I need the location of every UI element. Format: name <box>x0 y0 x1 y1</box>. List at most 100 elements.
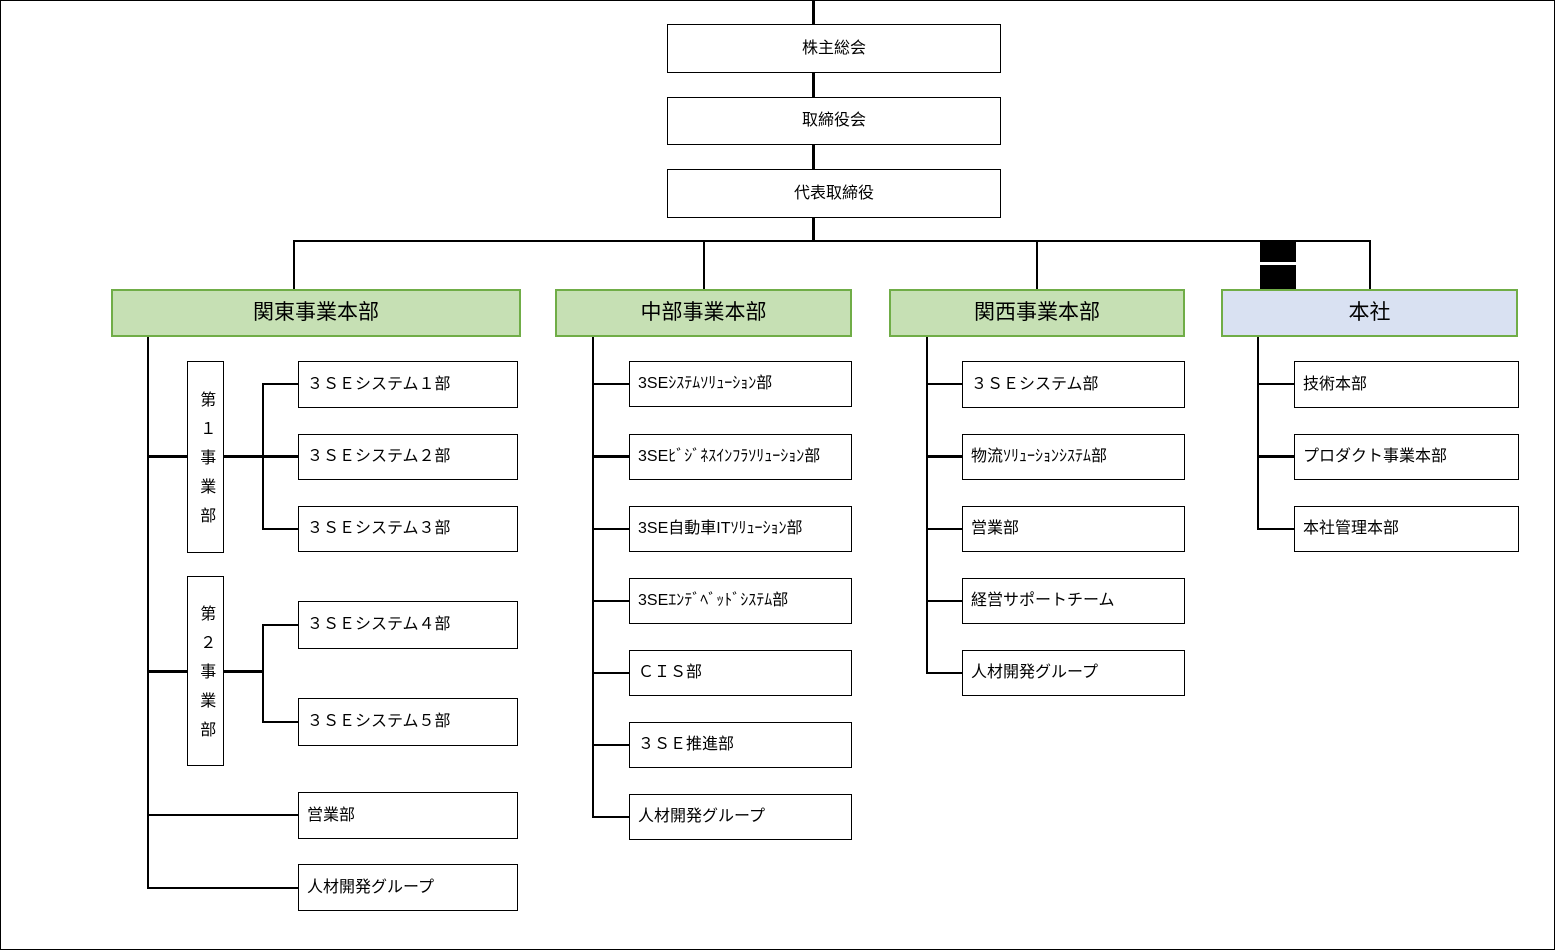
box-kansai-logistics-solution-system: 物流ｿﾘｭｰｼｮﾝｼｽﾃﾑ部 <box>962 434 1185 480</box>
dept-label: 3SEﾋﾞｼﾞﾈｽｲﾝﾌﾗｿﾘｭｰｼｮﾝ部 <box>638 448 821 466</box>
box-kanto-3se-system-4: ３ＳＥシステム４部 <box>298 601 518 649</box>
dept-label: 本社管理本部 <box>1303 520 1400 538</box>
connector-line <box>926 600 962 602</box>
box-kanto-3se-system-3: ３ＳＥシステム３部 <box>298 506 518 552</box>
connector-line <box>592 528 629 530</box>
connector-line <box>592 455 629 458</box>
dept-label: 営業部 <box>307 806 356 824</box>
box-kansai-3se-system: ３ＳＥシステム部 <box>962 361 1185 408</box>
box-kanto-sales: 営業部 <box>298 792 518 839</box>
connector-line <box>262 624 264 723</box>
box-headoffice-product-business-hq: プロダクト事業本部 <box>1294 434 1519 480</box>
kanto-division2-label: 第２事業部 <box>197 605 215 750</box>
dept-label: 営業部 <box>971 520 1020 538</box>
dept-label: 3SEｴﾝﾃﾞﾍﾞｯﾄﾞｼｽﾃﾑ部 <box>638 592 789 610</box>
connector-line <box>262 385 264 530</box>
box-chubu-system-solution: 3SEｼｽﾃﾑｿﾘｭｰｼｮﾝ部 <box>629 361 852 407</box>
box-kanto-3se-system-1: ３ＳＥシステム１部 <box>298 361 518 408</box>
connector-line <box>293 240 1371 242</box>
box-headoffice-technology-hq: 技術本部 <box>1294 361 1519 408</box>
connector-line <box>592 337 594 818</box>
connector-line <box>926 337 928 674</box>
box-chubu-automotive-it-solution: 3SE自動車ITｿﾘｭｰｼｮﾝ部 <box>629 506 852 552</box>
box-kanto-hr-group: 人材開発グループ <box>298 864 518 911</box>
connector-line <box>147 814 298 816</box>
board-of-directors-label: 取締役会 <box>801 112 866 130</box>
kanto-division1-label: 第１事業部 <box>197 391 215 536</box>
header-kansai-hq: 関西事業本部 <box>889 289 1185 337</box>
redacted-block-top <box>1260 240 1296 262</box>
box-shareholders-meeting: 株主総会 <box>667 24 1001 73</box>
connector-line <box>1257 528 1294 530</box>
connector-line <box>147 337 149 889</box>
dept-label: ３ＳＥシステム４部 <box>307 616 451 634</box>
connector-line <box>592 383 629 385</box>
dept-label: 経営サポートチーム <box>971 592 1115 610</box>
box-board-of-directors: 取締役会 <box>667 97 1001 145</box>
box-chubu-embedded-system: 3SEｴﾝﾃﾞﾍﾞｯﾄﾞｼｽﾃﾑ部 <box>629 578 852 624</box>
connector-line <box>592 744 629 746</box>
dept-label: 3SE自動車ITｿﾘｭｰｼｮﾝ部 <box>638 520 803 538</box>
dept-label: ３ＳＥ推進部 <box>638 736 735 754</box>
box-chubu-hr-group: 人材開発グループ <box>629 794 852 840</box>
redacted-block-bottom <box>1260 265 1296 289</box>
dept-label: ３ＳＥシステム３部 <box>307 520 451 538</box>
dept-label: 3SEｼｽﾃﾑｿﾘｭｰｼｮﾝ部 <box>638 375 773 393</box>
kansai-hq-label: 関西事業本部 <box>974 301 1100 325</box>
connector-line <box>926 672 962 674</box>
dept-label: 人材開発グループ <box>307 878 435 896</box>
box-chubu-cis: ＣＩＳ部 <box>629 650 852 696</box>
connector-line <box>147 455 187 458</box>
header-chubu-hq: 中部事業本部 <box>555 289 852 337</box>
connector-line <box>147 887 298 889</box>
connector-line <box>592 672 629 674</box>
connector-line <box>1036 242 1038 289</box>
connector-line <box>812 73 815 97</box>
connector-line <box>1369 242 1371 289</box>
box-kanto-3se-system-5: ３ＳＥシステム５部 <box>298 698 518 746</box>
connector-line <box>1257 383 1294 385</box>
box-kanto-3se-system-2: ３ＳＥシステム２部 <box>298 434 518 480</box>
shareholders-meeting-label: 株主総会 <box>801 39 866 57</box>
connector-line <box>926 455 962 458</box>
connector-line <box>262 721 298 723</box>
box-kansai-management-support-team: 経営サポートチーム <box>962 578 1185 624</box>
connector-line <box>812 145 815 169</box>
dept-label: ３ＳＥシステム２部 <box>307 448 451 466</box>
box-kansai-hr-group: 人材開発グループ <box>962 650 1185 696</box>
connector-line <box>1257 337 1259 530</box>
dept-label: 人材開発グループ <box>638 808 766 826</box>
kanto-hq-label: 関東事業本部 <box>253 301 379 325</box>
connector-line <box>147 670 187 673</box>
connector-line <box>224 455 298 458</box>
header-kanto-hq: 関東事業本部 <box>111 289 521 337</box>
dept-label: ＣＩＳ部 <box>638 664 703 682</box>
connector-line <box>703 242 705 289</box>
connector-line <box>926 383 962 385</box>
box-kanto-division2: 第２事業部 <box>187 576 224 766</box>
box-chubu-3se-promotion: ３ＳＥ推進部 <box>629 722 852 768</box>
dept-label: ３ＳＥシステム部 <box>971 375 1099 393</box>
chubu-hq-label: 中部事業本部 <box>640 301 767 325</box>
box-headoffice-admin-hq: 本社管理本部 <box>1294 506 1519 552</box>
dept-label: 技術本部 <box>1303 375 1368 393</box>
connector-line <box>293 242 295 289</box>
connector-line <box>926 528 962 530</box>
header-head-office: 本社 <box>1221 289 1518 337</box>
connector-line <box>592 600 629 602</box>
connector-line <box>812 218 815 242</box>
box-kansai-sales: 営業部 <box>962 506 1185 552</box>
connector-line <box>592 816 629 818</box>
dept-label: プロダクト事業本部 <box>1303 448 1448 466</box>
dept-label: ３ＳＥシステム１部 <box>307 375 451 393</box>
connector-line <box>262 528 298 530</box>
representative-director-label: 代表取締役 <box>793 184 874 202</box>
box-representative-director: 代表取締役 <box>667 169 1001 218</box>
head-office-label: 本社 <box>1348 301 1391 325</box>
connector-line <box>262 383 298 385</box>
dept-label: ３ＳＥシステム５部 <box>307 713 451 731</box>
box-kanto-division1: 第１事業部 <box>187 361 224 553</box>
connector-line <box>262 624 298 626</box>
connector-line <box>812 1 815 24</box>
dept-label: 物流ｿﾘｭｰｼｮﾝｼｽﾃﾑ部 <box>971 448 1108 466</box>
